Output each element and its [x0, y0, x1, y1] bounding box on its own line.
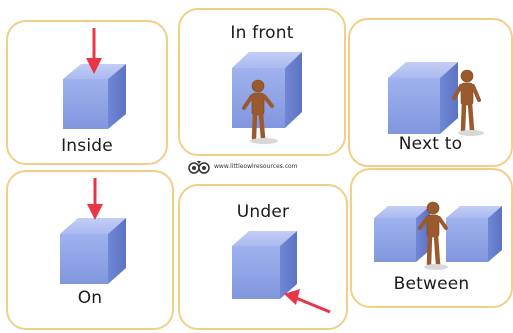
arrow-icon [86, 28, 102, 74]
person-figure [452, 69, 481, 133]
card-label: On [77, 288, 103, 308]
card-in-front: In front [178, 8, 346, 156]
card-under: Under [178, 184, 348, 330]
cube [388, 62, 458, 134]
cube [232, 231, 297, 299]
card-label: In front [230, 23, 294, 43]
cube-right [446, 206, 502, 262]
card-on: On [6, 170, 174, 330]
person-figure [242, 79, 274, 141]
cube [60, 218, 126, 284]
watermark: www.littleowlresources.com [188, 160, 358, 176]
cube [63, 64, 126, 129]
owl-logo-icon [188, 161, 210, 174]
card-inside: Inside [6, 20, 168, 165]
card-next-to: Next to [348, 18, 513, 167]
cube [232, 52, 302, 128]
arrow-icon [284, 289, 331, 314]
cube-left [374, 206, 430, 262]
card-label: Next to [398, 134, 463, 154]
card-label: Inside [61, 136, 113, 156]
card-label: Under [236, 202, 290, 222]
card-between: Between [350, 168, 513, 308]
arrow-icon [87, 178, 103, 220]
person-figure [418, 201, 448, 267]
watermark-text: www.littleowlresources.com [214, 163, 298, 170]
card-label: Between [393, 274, 470, 294]
